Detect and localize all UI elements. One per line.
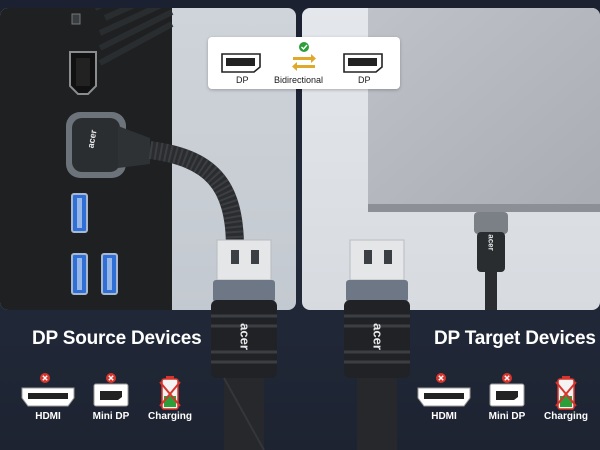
cross-icon	[436, 373, 446, 383]
monitor-plugged-connector	[474, 212, 508, 310]
check-icon	[299, 42, 309, 52]
pc-hdmi-port-icon	[69, 51, 97, 95]
cross-icon	[106, 373, 116, 383]
left-port-label: DP	[236, 75, 249, 85]
bidirectional-badge: DP Bidirectional DP	[208, 37, 400, 89]
target-devices-heading: DP Target Devices	[434, 328, 596, 349]
bidirectional-label: Bidirectional	[274, 75, 324, 85]
usb-ports	[71, 193, 118, 295]
right-dp-connector	[344, 239, 410, 450]
cable-brand-right: acer	[370, 323, 386, 350]
bidirectional-arrows-icon	[292, 54, 316, 71]
source-item-label-hdmi: HDMI	[35, 411, 61, 422]
compatibility-icons	[21, 373, 577, 410]
cable-brand-monitor: acer	[486, 234, 496, 251]
vent-grill	[95, 8, 174, 66]
battery-charging-icon	[555, 376, 577, 410]
source-item-label-charging: Charging	[148, 411, 192, 422]
cross-icon	[40, 373, 50, 383]
battery-charging-icon	[159, 376, 181, 410]
source-item-label-mini-dp: Mini DP	[92, 411, 130, 422]
hdmi-port-icon	[417, 387, 471, 407]
cable-brand-left: acer	[237, 323, 253, 350]
plugged-connector	[66, 112, 150, 178]
dp-port-icon	[343, 53, 383, 73]
dp-port-icon	[221, 53, 261, 73]
target-item-label-mini-dp: Mini DP	[488, 411, 526, 422]
source-devices-heading: DP Source Devices	[32, 328, 202, 349]
left-dp-connector	[211, 239, 277, 450]
right-port-label: DP	[358, 75, 371, 85]
mini-dp-port-icon	[93, 383, 129, 407]
cross-icon	[502, 373, 512, 383]
target-item-label-hdmi: HDMI	[431, 411, 457, 422]
target-item-label-charging: Charging	[544, 411, 588, 422]
hdmi-port-icon	[21, 387, 75, 407]
mini-dp-port-icon	[489, 383, 525, 407]
